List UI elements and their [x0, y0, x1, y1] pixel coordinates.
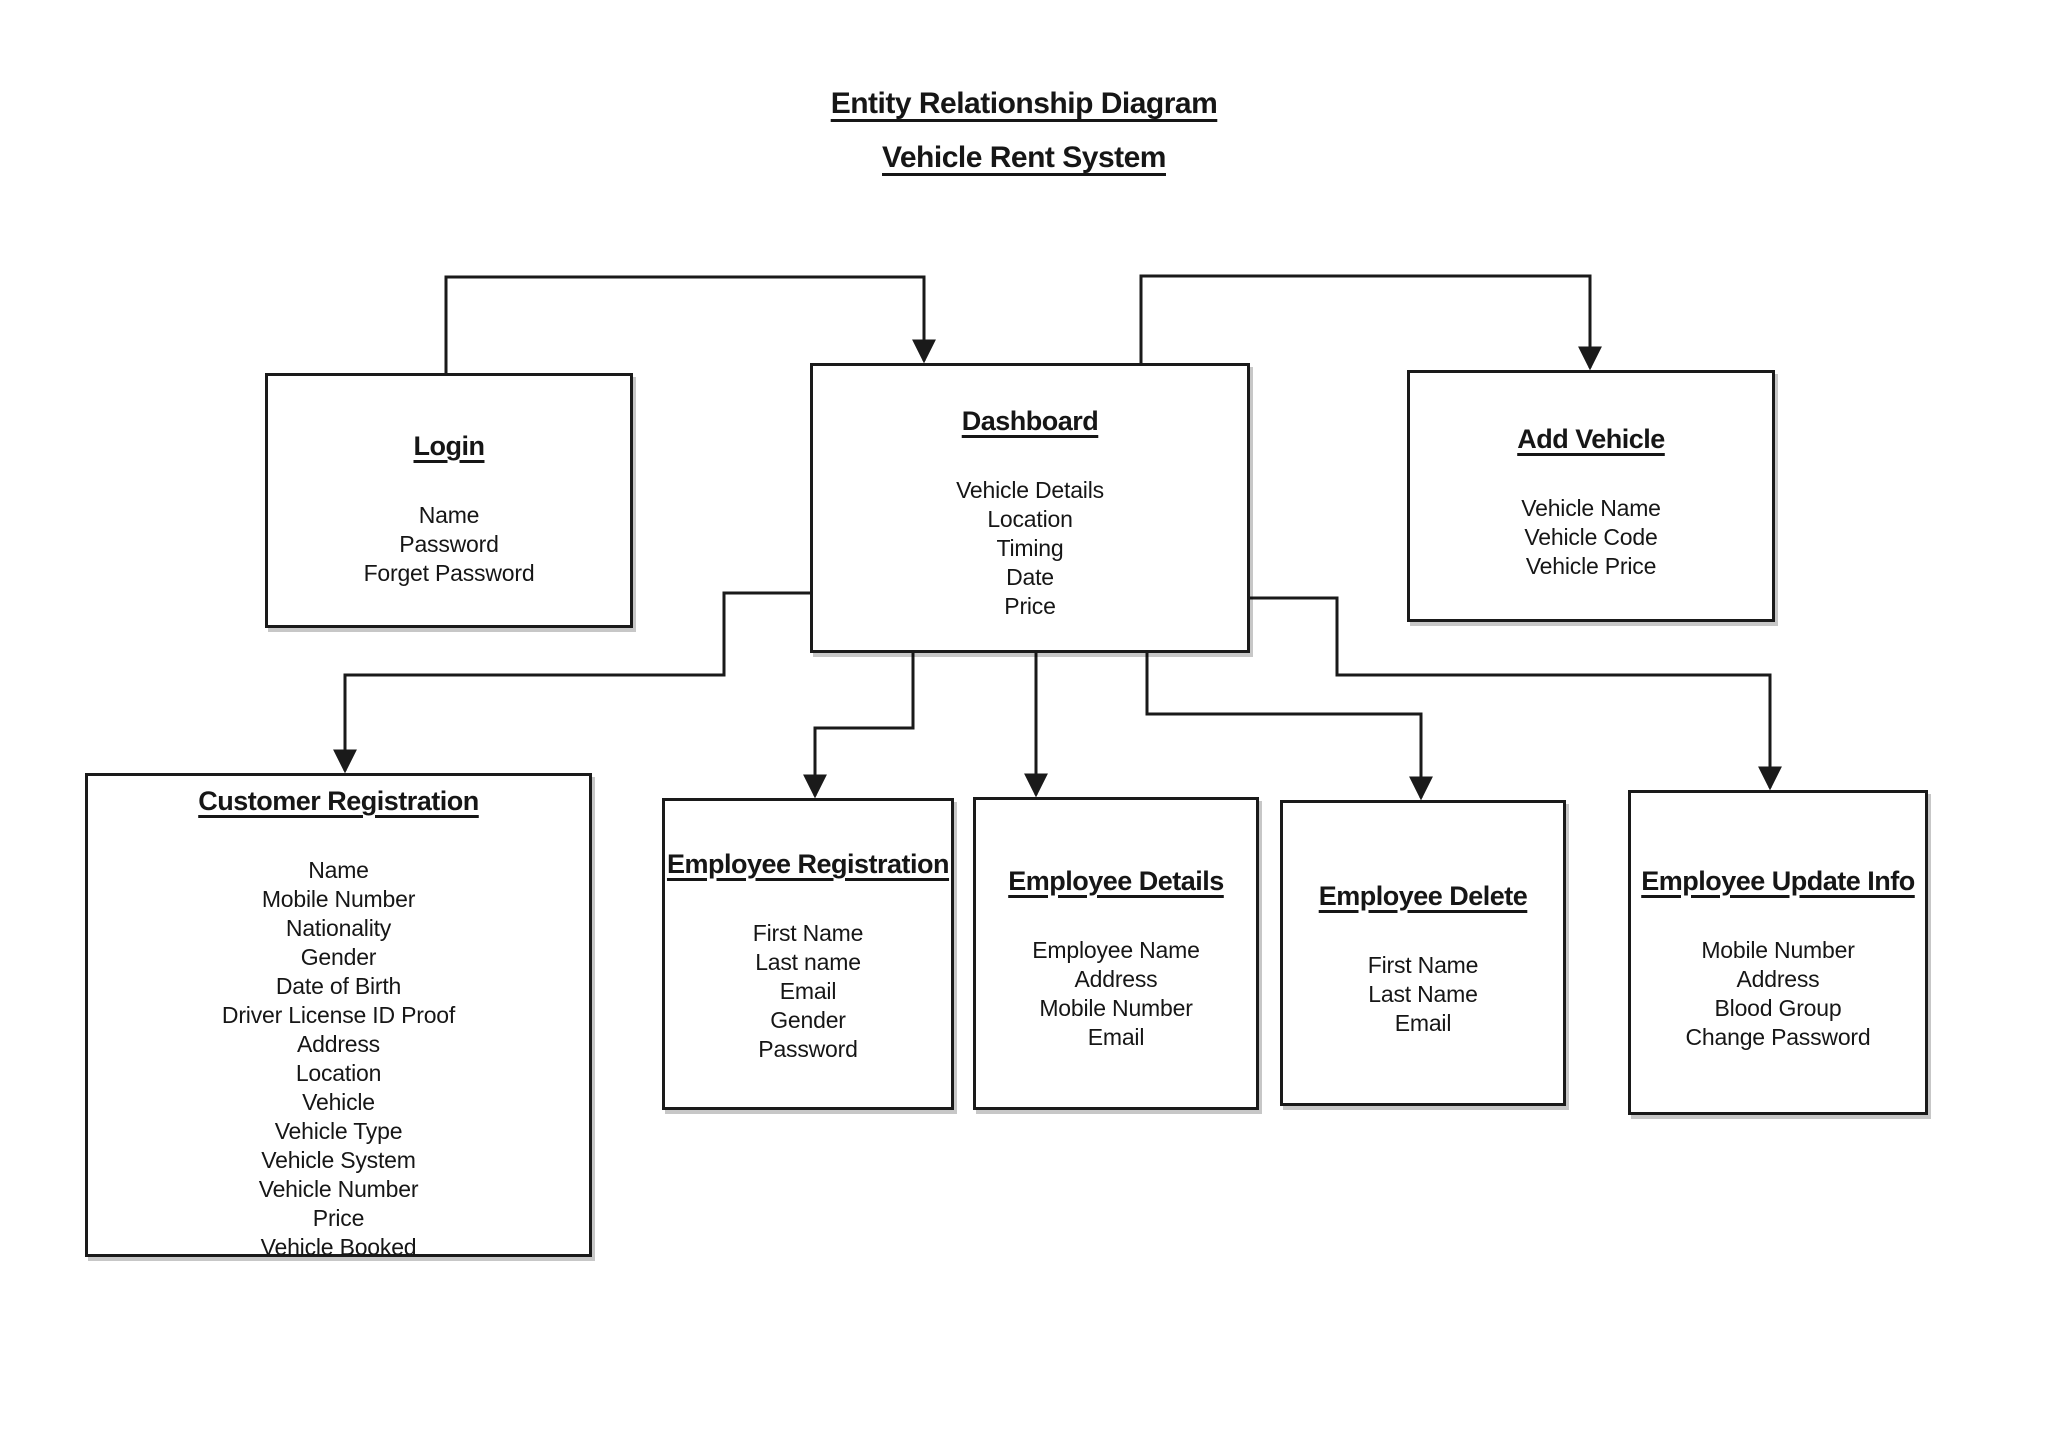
- attribute-item: Change Password: [1685, 1024, 1871, 1050]
- connector-dashboard-to-employee-update-info: [1247, 596, 1782, 791]
- attribute-item: Last Name: [1368, 981, 1478, 1007]
- entity-title-employee-registration: Employee Registration: [666, 849, 950, 879]
- attribute-item: Name: [308, 857, 369, 883]
- attribute-item: Last name: [755, 949, 861, 975]
- attribute-item: Driver License ID Proof: [221, 1002, 456, 1028]
- entity-title-employee-delete: Employee Delete: [1318, 881, 1528, 911]
- attribute-item: Email: [779, 978, 837, 1004]
- attribute-item: Name: [418, 502, 480, 528]
- attribute-item: Mobile Number: [1039, 995, 1193, 1021]
- attribute-item: Vehicle Price: [1525, 553, 1657, 579]
- attribute-item: Vehicle: [302, 1089, 375, 1115]
- diagram-subtitle: Vehicle Rent System: [882, 141, 1166, 174]
- attribute-item: Price: [1004, 593, 1056, 619]
- attribute-item: Location: [295, 1060, 382, 1086]
- attribute-item: Address: [297, 1031, 380, 1057]
- entity-title-employee-update-info: Employee Update Info: [1641, 866, 1915, 896]
- attribute-item: Nationality: [285, 915, 392, 941]
- connector-login-to-dashboard: [444, 275, 936, 373]
- attribute-item: Vehicle Code: [1524, 524, 1658, 550]
- attribute-item: Location: [987, 506, 1073, 532]
- entity-title-employee-details: Employee Details: [1008, 866, 1224, 896]
- attribute-item: First Name: [752, 920, 864, 946]
- attribute-item: Forget Password: [363, 560, 535, 586]
- attribute-item: Date of Birth: [275, 973, 402, 999]
- attribute-item: Vehicle Details: [956, 477, 1104, 503]
- attribute-item: Email: [1087, 1024, 1145, 1050]
- attribute-item: Vehicle Name: [1521, 495, 1661, 521]
- attribute-item: Vehicle Booked: [260, 1234, 417, 1260]
- attribute-item: Password: [758, 1036, 858, 1062]
- attribute-item: Date: [1006, 564, 1054, 590]
- attribute-item: Email: [1394, 1010, 1452, 1036]
- attribute-item: Address: [1074, 966, 1158, 992]
- connector-dashboard-to-employee-delete: [1145, 653, 1433, 801]
- attribute-item: Employee Name: [1032, 937, 1200, 963]
- attribute-item: Blood Group: [1714, 995, 1842, 1021]
- attribute-item: Mobile Number: [261, 886, 416, 912]
- attribute-item: Gender: [770, 1007, 846, 1033]
- attribute-item: Vehicle Number: [258, 1176, 419, 1202]
- entity-title-login: Login: [413, 431, 485, 461]
- attribute-item: Mobile Number: [1701, 937, 1855, 963]
- attribute-item: Password: [399, 531, 499, 557]
- attribute-item: Timing: [996, 535, 1064, 561]
- attribute-item: Gender: [300, 944, 377, 970]
- entity-title-dashboard: Dashboard: [961, 406, 1099, 436]
- attribute-item: First Name: [1367, 952, 1479, 978]
- entity-title-add-vehicle: Add Vehicle: [1517, 424, 1665, 454]
- attribute-item: Address: [1736, 966, 1820, 992]
- attribute-item: Vehicle System: [261, 1147, 416, 1173]
- connector-dashboard-to-employee-registration: [803, 653, 915, 799]
- connector-dashboard-to-add-vehicle: [1139, 274, 1602, 371]
- attribute-item: Price: [312, 1205, 365, 1231]
- entity-title-customer-registration: Customer Registration: [198, 786, 479, 816]
- diagram-title: Entity Relationship Diagram: [830, 87, 1218, 120]
- attribute-item: Vehicle Type: [274, 1118, 403, 1144]
